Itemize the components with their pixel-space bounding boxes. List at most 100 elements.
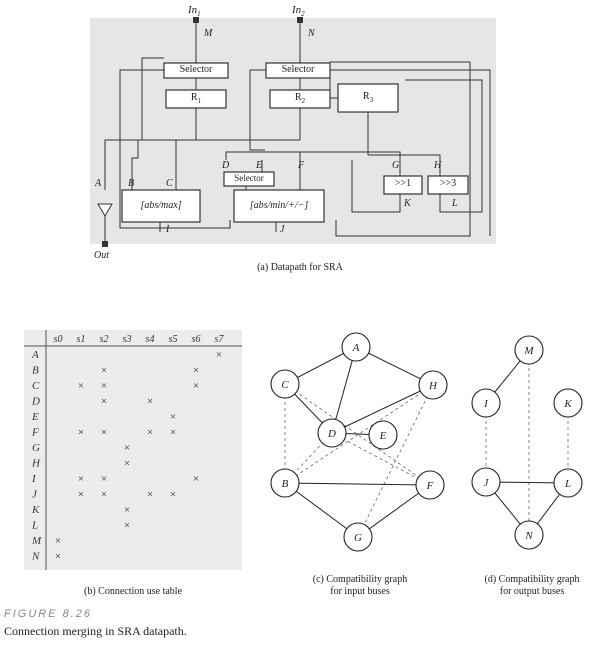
output-graph-node-label-k: K [563, 398, 572, 410]
bus-label-n: N [308, 28, 315, 39]
input-graph-node-label-c: C [281, 379, 289, 391]
bus-label-h: H [434, 160, 442, 171]
out-label: Out [94, 250, 109, 261]
input-graph-node-label-d: D [327, 428, 336, 440]
usage-mark-e-s5: × [170, 411, 176, 423]
row-label-e: E [31, 411, 39, 423]
usage-mark-g-s3: × [124, 442, 130, 454]
row-label-g: G [32, 442, 40, 454]
row-label-k: K [31, 504, 40, 516]
input-graph-node-b [270, 468, 300, 498]
state-header-s2: s2 [100, 334, 109, 345]
state-header-s3: s3 [123, 334, 132, 345]
shift3-box [427, 175, 469, 195]
usage-mark-f-s1: × [78, 427, 84, 439]
register1-box [165, 89, 227, 109]
input-graph-caption-line2: for input buses [330, 586, 390, 597]
row-label-f: F [31, 427, 39, 439]
state-header-s0: s0 [54, 334, 63, 345]
table-caption: (b) Connection use table [83, 586, 183, 597]
usage-mark-c-s6: × [193, 380, 199, 392]
state-header-s1: s1 [77, 334, 86, 345]
row-label-a: A [31, 349, 39, 361]
input-graph-node-g [343, 522, 373, 552]
usage-mark-m-s0: × [55, 535, 61, 547]
bus-label-a: A [95, 178, 102, 189]
row-label-m: M [31, 535, 42, 547]
bus-label-f: F [298, 160, 305, 171]
output-graph-node-label-n: N [524, 530, 533, 542]
bus-label-i: I [166, 224, 170, 235]
bus-label-c: C [166, 178, 173, 189]
register3-label: R3 [362, 91, 374, 104]
input-graph-node-label-b: B [282, 478, 289, 490]
input2-label: In2 [292, 4, 305, 19]
input-graph-node-label-e: E [379, 430, 387, 442]
output-graph-node-label-m: M [523, 345, 534, 357]
usage-mark-b-s2: × [101, 365, 107, 377]
usage-mark-a-s7: × [216, 349, 222, 361]
input-graph-node-label-f: F [426, 480, 434, 492]
bus-label-k: K [404, 198, 411, 209]
usage-mark-i-s1: × [78, 473, 84, 485]
usage-mark-n-s0: × [55, 551, 61, 563]
usage-mark-j-s5: × [170, 489, 176, 501]
buffer-triangle [97, 203, 113, 217]
row-label-n: N [31, 551, 40, 563]
usage-mark-k-s3: × [124, 504, 130, 516]
absmax-unit [121, 189, 201, 223]
usage-mark-d-s2: × [101, 396, 107, 408]
selector2-box [265, 62, 331, 79]
input-graph-edge-b-g [284, 482, 359, 538]
usage-mark-j-s2: × [101, 489, 107, 501]
usage-mark-f-s5: × [170, 427, 176, 439]
usage-mark-b-s6: × [193, 365, 199, 377]
input-graph-node-label-a: A [352, 342, 360, 354]
row-label-b: B [32, 365, 39, 377]
input-graph-node-label-h: H [428, 380, 438, 392]
absmin-label: [abs/min/+/−] [249, 200, 309, 211]
output-graph-caption-line2: for output buses [499, 586, 565, 597]
input-graph-dashed-edge-d-f [331, 432, 431, 486]
figure-title: Connection merging in SRA datapath. [4, 624, 187, 638]
input1-label: In1 [188, 4, 201, 19]
input-graph-edge-g-f [357, 484, 431, 538]
input-graph-node-d [317, 418, 347, 448]
usage-mark-l-s3: × [124, 520, 130, 532]
shift1-label: >>1 [394, 178, 412, 189]
register1-label: R1 [190, 92, 202, 105]
state-header-s4: s4 [146, 334, 155, 345]
input-graph-edge-b-f [284, 482, 431, 486]
register2-box [269, 89, 331, 109]
input-graph-caption: (c) Compatibility graph for input buses [280, 574, 440, 598]
register2-label: R2 [294, 92, 306, 105]
bus-label-l: L [452, 198, 458, 209]
selector1-box [163, 62, 229, 79]
usage-mark-i-s2: × [101, 473, 107, 485]
output-graph-node-m [514, 335, 544, 365]
bus-label-m: M [204, 28, 213, 39]
datapath-caption: (a) Datapath for SRA [257, 262, 343, 273]
state-header-s5: s5 [169, 334, 178, 345]
usage-mark-h-s3: × [124, 458, 130, 470]
absmax-label: [abs/max] [140, 200, 182, 211]
output-graph-caption-line1: (d) Compatibility graph [484, 574, 580, 585]
state-header-s7: s7 [215, 334, 225, 345]
output-graph-node-j [471, 467, 501, 497]
input-graph-node-e [368, 420, 398, 450]
selector3-label: Selector [234, 173, 264, 183]
bus-label-g: G [392, 160, 400, 171]
selector1-label: Selector [179, 64, 213, 75]
input-graph-node-f [415, 470, 445, 500]
input-graph-node-h [418, 370, 448, 400]
bus-label-j: J [280, 224, 285, 235]
selector2-label: Selector [281, 64, 315, 75]
shift3-label: >>3 [439, 178, 457, 189]
datapath-diagram [90, 17, 496, 247]
input-graph-edge-d-h [331, 384, 434, 434]
selector3-box [223, 171, 275, 187]
shift1-box [383, 175, 423, 195]
